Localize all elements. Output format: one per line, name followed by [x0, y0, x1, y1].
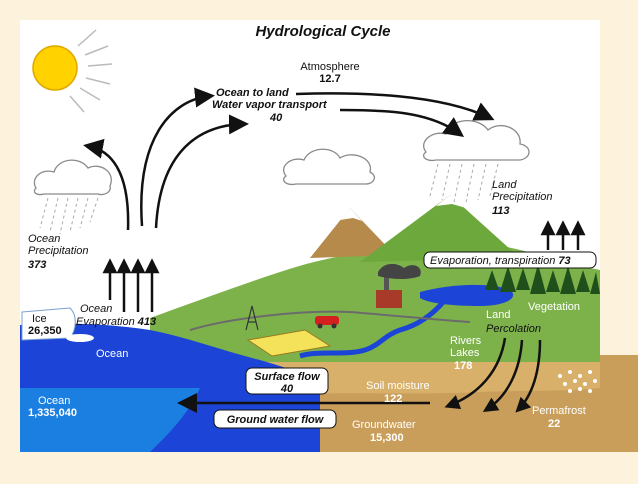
arrow-vapor-transport-top	[295, 92, 495, 121]
ice-label: Ice	[32, 313, 47, 325]
arrow-evap-to-cloud	[83, 138, 130, 231]
evapotranspiration-box	[423, 251, 597, 269]
ocean-precipitation-value: 373	[28, 259, 46, 271]
land-evapotranspiration-arrows	[540, 220, 586, 250]
vegetation-label: Vegetation	[528, 301, 580, 313]
river	[299, 298, 447, 359]
groundwater-label: Groundwater	[352, 419, 416, 431]
atmosphere-label: Atmosphere	[300, 61, 359, 73]
percolation-arrows	[444, 337, 542, 413]
farm-field	[246, 329, 332, 357]
ocean-to-land-label: Ocean to land	[216, 87, 289, 99]
surface-flow-box	[245, 367, 329, 395]
permafrost-pattern	[558, 370, 597, 393]
cloud-mountain-icon	[282, 148, 375, 186]
ground-water-flow-label: Ground water flow	[227, 414, 325, 426]
land-precipitation-label-2: Precipitation	[492, 191, 553, 203]
sun-icon	[32, 29, 113, 113]
arrow-evap-to-transport	[154, 114, 249, 229]
ocean-precipitation-label-1: Ocean	[28, 233, 60, 245]
land-precipitation-label-1: Land	[492, 179, 517, 191]
mountains	[310, 195, 520, 262]
permafrost-label: Permafrost	[532, 405, 586, 417]
rivers-lakes-value: 178	[454, 360, 472, 372]
ocean-storage-label: Ocean	[38, 395, 70, 407]
soil-moisture-label: Soil moisture	[366, 380, 430, 392]
soil-moisture-value: 122	[384, 393, 402, 405]
forest-icon	[485, 264, 600, 294]
ocean-storage-value: 1,335,040	[28, 407, 77, 419]
factory-icon	[376, 263, 421, 308]
land-label: Land	[486, 309, 510, 321]
ocean-precipitation-label-2: Precipitation	[28, 245, 89, 257]
ocean-deep	[20, 388, 200, 452]
ocean-evaporation-arrows	[102, 258, 160, 312]
cloud-ocean-icon	[33, 159, 112, 235]
ocean-evaporation-label-1: Ocean	[80, 303, 112, 315]
arrow-vapor-transport-bottom	[339, 108, 465, 137]
derrick-icon	[245, 305, 259, 331]
arrow-evap-to-atmosphere	[140, 87, 215, 227]
car-icon	[315, 316, 339, 329]
water-vapor-transport-label: Water vapor transport	[212, 99, 328, 111]
surface-flow-value: 40	[280, 383, 294, 395]
percolation-label: Percolation	[486, 323, 541, 335]
ocean-label: Ocean	[96, 348, 128, 360]
ground-water-flow-box	[213, 409, 337, 429]
road	[189, 310, 471, 331]
evapotranspiration-label: Evaporation, transpiration 73	[430, 255, 571, 267]
surface-flow-label: Surface flow	[254, 371, 321, 383]
lakes-label: Lakes	[450, 347, 480, 359]
ice-value: 26,350	[28, 325, 62, 337]
land-surface	[150, 242, 600, 362]
groundwater-value: 15,300	[370, 432, 404, 444]
ice-floe	[66, 334, 94, 342]
ocean-evaporation-label-2: Evaporation 413	[76, 316, 156, 328]
rivers-label: Rivers	[450, 335, 482, 347]
diagram-title: Hydrological Cycle	[255, 23, 390, 40]
atmosphere-value: 12.7	[319, 73, 340, 85]
permafrost-value: 22	[548, 418, 560, 430]
water-vapor-transport-value: 40	[269, 112, 283, 124]
land-precipitation-value: 113	[492, 205, 510, 217]
